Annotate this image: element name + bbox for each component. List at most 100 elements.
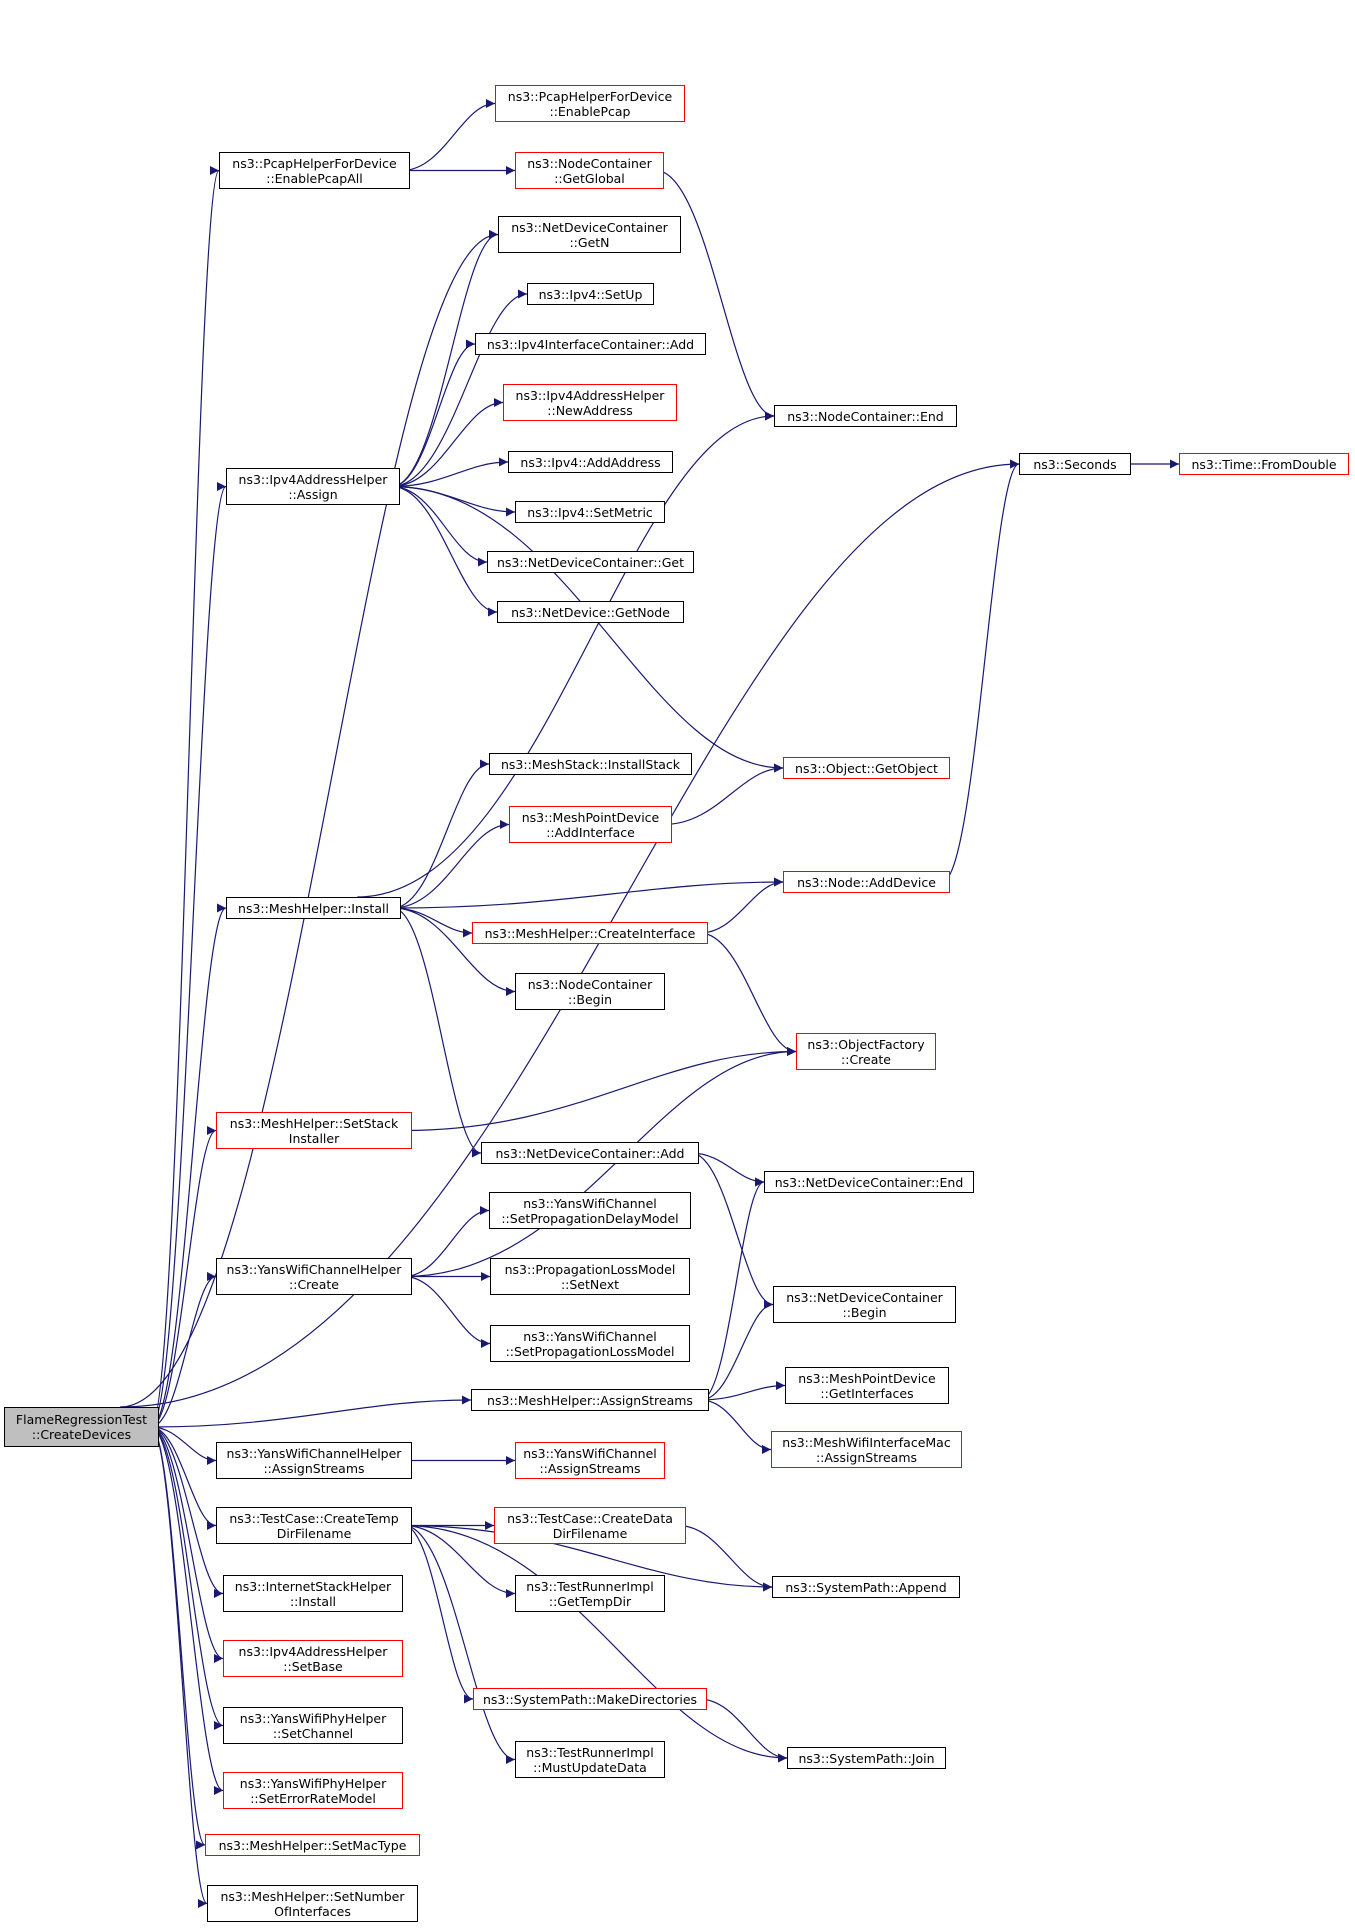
node-label-line: ::SetErrorRateModel	[250, 1790, 376, 1806]
node-label-line: ::SetBase	[283, 1658, 343, 1674]
edge-root-to-meshhelper-install	[150, 903, 227, 1428]
node-label-line: ::AssignStreams	[539, 1460, 641, 1476]
node-ndc-end[interactable]: ns3::NetDeviceContainer::End	[764, 1171, 974, 1193]
edge-root-to-mh-assignstreams	[150, 1395, 472, 1428]
node-mh-setmactype[interactable]: ns3::MeshHelper::SetMacType	[205, 1834, 420, 1856]
node-ywc-assignstreams[interactable]: ns3::YansWifiChannel::AssignStreams	[515, 1442, 665, 1479]
edge-meshhelper-install-to-mpd-addinterface	[392, 820, 510, 909]
node-ywch-assignstreams[interactable]: ns3::YansWifiChannelHelper::AssignStream…	[216, 1442, 412, 1479]
node-nc-getglobal[interactable]: ns3::NodeContainer::GetGlobal	[515, 152, 664, 189]
node-ywc-setpropdelay[interactable]: ns3::YansWifiChannel::SetPropagationDela…	[489, 1192, 691, 1229]
edge-root-to-ywch-create	[150, 1272, 217, 1428]
edge-pcap-all-to-pcap-enable	[401, 99, 496, 172]
node-sp-join[interactable]: ns3::SystemPath::Join	[787, 1747, 946, 1769]
node-label-line: ::GetGlobal	[554, 170, 625, 186]
node-plm-setnext[interactable]: ns3::PropagationLossModel::SetNext	[490, 1258, 690, 1295]
node-ywph-seterror[interactable]: ns3::YansWifiPhyHelper::SetErrorRateMode…	[223, 1772, 403, 1809]
node-node-adddevice[interactable]: ns3::Node::AddDevice	[783, 871, 950, 893]
node-ipv4-addaddr[interactable]: ns3::Ipv4::AddAddress	[508, 451, 673, 473]
edge-ipv4ah-assign-to-ipv4-addaddr	[391, 457, 509, 488]
node-label-line: ::SetPropagationLossModel	[505, 1343, 675, 1359]
edge-meshhelper-install-to-ndc-add	[392, 907, 482, 1158]
node-ipv4-setmetric[interactable]: ns3::Ipv4::SetMetric	[515, 501, 665, 523]
edge-root-to-pcap-all	[150, 166, 220, 1428]
edge-root-to-mh-setmactype	[150, 1426, 206, 1850]
node-ipv4ah-newaddr[interactable]: ns3::Ipv4AddressHelper::NewAddress	[503, 384, 677, 421]
node-ndc-add[interactable]: ns3::NetDeviceContainer::Add	[481, 1142, 699, 1164]
edge-sp-makedirs-to-sp-join	[698, 1698, 788, 1763]
node-mh-createinterface[interactable]: ns3::MeshHelper::CreateInterface	[472, 922, 708, 944]
node-ipv4ah-setbase[interactable]: ns3::Ipv4AddressHelper::SetBase	[223, 1640, 403, 1677]
node-label-line: ::AddInterface	[546, 824, 635, 840]
node-label-line: ns3::PropagationLossModel	[504, 1261, 676, 1277]
node-ywc-setproploss[interactable]: ns3::YansWifiChannel::SetPropagationLoss…	[490, 1325, 690, 1362]
node-ywph-setchannel[interactable]: ns3::YansWifiPhyHelper::SetChannel	[223, 1707, 403, 1744]
node-time-fromdouble[interactable]: ns3::Time::FromDouble	[1179, 453, 1349, 475]
edge-root-to-ywph-seterror	[150, 1426, 224, 1795]
node-label-line: ns3::YansWifiPhyHelper	[239, 1775, 387, 1791]
node-sp-makedirs[interactable]: ns3::SystemPath::MakeDirectories	[473, 1688, 707, 1710]
node-objfactory-create[interactable]: ns3::ObjectFactory::Create	[796, 1033, 936, 1070]
node-nc-end[interactable]: ns3::NodeContainer::End	[774, 405, 957, 427]
node-nc-begin[interactable]: ns3::NodeContainer::Begin	[515, 973, 665, 1010]
node-object-getobject[interactable]: ns3::Object::GetObject	[783, 757, 950, 779]
node-seconds[interactable]: ns3::Seconds	[1019, 453, 1131, 475]
node-ywch-create[interactable]: ns3::YansWifiChannelHelper::Create	[216, 1258, 412, 1295]
node-label-line: OfInterfaces	[274, 1903, 351, 1919]
node-pcap-all[interactable]: ns3::PcapHelperForDevice::EnablePcapAll	[219, 152, 410, 189]
node-label-line: ns3::NetDeviceContainer::Add	[495, 1145, 685, 1161]
node-ipv4ic-add[interactable]: ns3::Ipv4InterfaceContainer::Add	[475, 333, 706, 355]
edge-mh-createinterface-to-node-adddevice	[699, 877, 784, 934]
edge-mh-assignstreams-to-mpd-getinterfaces	[700, 1381, 786, 1401]
node-label-line: ns3::Ipv4AddressHelper	[238, 1643, 388, 1659]
node-label-line: ns3::NodeContainer::End	[787, 408, 944, 424]
node-pcap-enable[interactable]: ns3::PcapHelperForDevice::EnablePcap	[495, 85, 685, 122]
node-ipv4ah-assign[interactable]: ns3::Ipv4AddressHelper::Assign	[226, 468, 400, 505]
node-label-line: ns3::Seconds	[1033, 456, 1117, 472]
node-label-line: ::SetNext	[560, 1276, 620, 1292]
node-nd-getnode[interactable]: ns3::NetDevice::GetNode	[497, 601, 684, 623]
node-label-line: ns3::Ipv4::AddAddress	[520, 454, 661, 470]
edge-tc-createtemp-to-sp-append	[403, 1524, 773, 1592]
node-root[interactable]: FlameRegressionTest::CreateDevices	[4, 1407, 159, 1447]
edge-ywch-create-to-objfactory-create	[403, 1047, 797, 1278]
edge-tc-createtemp-to-sp-join	[403, 1524, 788, 1763]
edge-meshhelper-install-to-meshstack-install	[392, 759, 490, 909]
node-label-line: ns3::NetDeviceContainer	[511, 219, 668, 235]
node-label-line: ::EnablePcapAll	[266, 170, 363, 186]
node-mwim-assignstreams[interactable]: ns3::MeshWifiInterfaceMac::AssignStreams	[771, 1431, 962, 1468]
node-label-line: ns3::Ipv4::SetMetric	[527, 504, 653, 520]
node-sp-append[interactable]: ns3::SystemPath::Append	[772, 1576, 960, 1598]
node-mpd-addinterface[interactable]: ns3::MeshPointDevice::AddInterface	[509, 806, 672, 843]
node-label-line: ns3::NetDeviceContainer	[786, 1289, 943, 1305]
node-label-line: ns3::MeshHelper::CreateInterface	[484, 925, 696, 941]
node-label-line: ns3::Time::FromDouble	[1191, 456, 1337, 472]
node-ipv4-setup[interactable]: ns3::Ipv4::SetUp	[527, 283, 654, 305]
edge-ipv4ah-assign-to-nd-getnode	[391, 485, 498, 617]
node-mpd-getinterfaces[interactable]: ns3::MeshPointDevice::GetInterfaces	[785, 1367, 949, 1404]
node-ish-install[interactable]: ns3::InternetStackHelper::Install	[223, 1575, 403, 1612]
node-label-line: ns3::SystemPath::Join	[798, 1750, 935, 1766]
node-label-line: ::AssignStreams	[263, 1460, 365, 1476]
node-tri-gettempdir[interactable]: ns3::TestRunnerImpl::GetTempDir	[515, 1575, 665, 1612]
node-tri-mustupdate[interactable]: ns3::TestRunnerImpl::MustUpdateData	[515, 1741, 665, 1778]
node-label-line: ::GetInterfaces	[820, 1385, 914, 1401]
edge-mh-assignstreams-to-ndc-begin	[700, 1300, 774, 1401]
edge-nc-getglobal-to-nc-end	[655, 169, 775, 421]
node-ndc-get[interactable]: ns3::NetDeviceContainer::Get	[487, 551, 694, 573]
node-ndc-getn[interactable]: ns3::NetDeviceContainer::GetN	[498, 216, 681, 253]
node-meshhelper-install[interactable]: ns3::MeshHelper::Install	[226, 897, 401, 919]
node-label-line: ns3::MeshPointDevice	[798, 1370, 936, 1386]
node-label-line: ns3::Ipv4AddressHelper	[515, 387, 665, 403]
node-label-line: ns3::InternetStackHelper	[234, 1578, 392, 1594]
node-label-line: ns3::TestCase::CreateTemp	[229, 1510, 399, 1526]
node-label-line: ns3::MeshStack::InstallStack	[501, 756, 680, 772]
node-meshstack-install[interactable]: ns3::MeshStack::InstallStack	[489, 753, 692, 775]
node-ndc-begin[interactable]: ns3::NetDeviceContainer::Begin	[773, 1286, 956, 1323]
node-mh-assignstreams[interactable]: ns3::MeshHelper::AssignStreams	[471, 1389, 709, 1411]
